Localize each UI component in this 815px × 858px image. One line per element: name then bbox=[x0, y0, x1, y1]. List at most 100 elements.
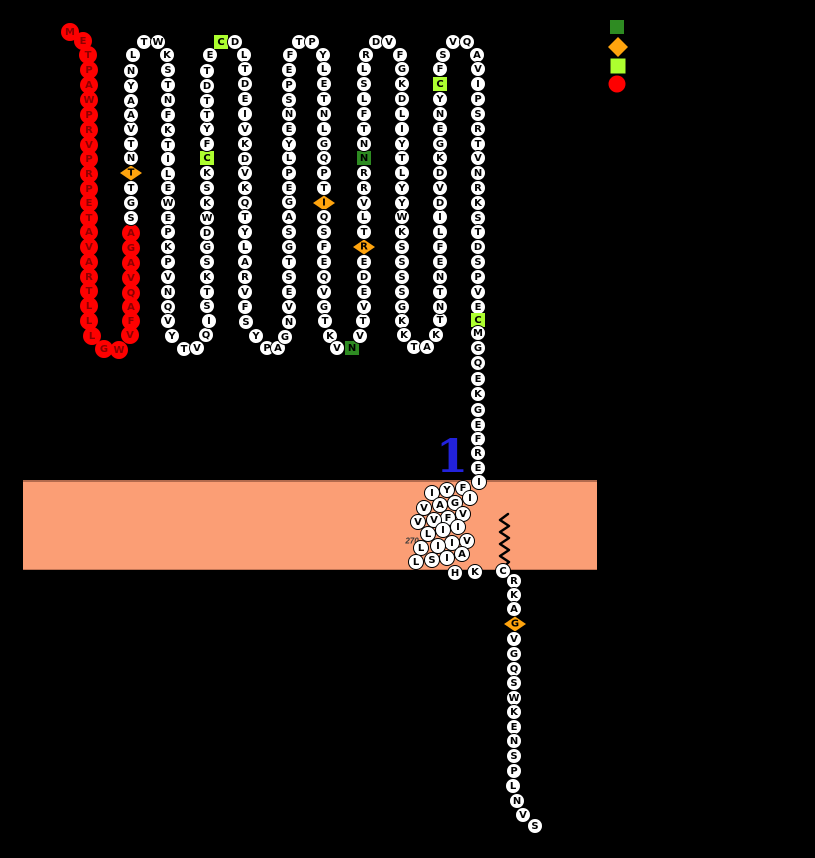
residue: W bbox=[199, 210, 215, 226]
residue: E bbox=[281, 284, 297, 300]
residue: E bbox=[202, 47, 218, 63]
membrane-band bbox=[23, 480, 597, 570]
residue: N bbox=[160, 284, 176, 300]
residue-signal-peptide: R bbox=[80, 165, 98, 183]
residue: L bbox=[420, 526, 436, 542]
residue: T bbox=[281, 254, 297, 270]
residue: T bbox=[160, 77, 176, 93]
residue: S bbox=[199, 180, 215, 196]
residue: N bbox=[470, 165, 486, 181]
residue: P bbox=[470, 91, 486, 107]
residue: T bbox=[199, 93, 215, 109]
residue: K bbox=[160, 122, 176, 138]
residue: G bbox=[199, 239, 215, 255]
residue-orange-diamond: I bbox=[313, 195, 335, 211]
residue: A bbox=[123, 107, 139, 123]
residue: V bbox=[237, 121, 253, 137]
residue: V bbox=[432, 180, 448, 196]
residue: T bbox=[356, 224, 372, 240]
residue: Q bbox=[198, 327, 214, 343]
residue: P bbox=[160, 254, 176, 270]
residue: G bbox=[394, 61, 410, 77]
residue: D bbox=[470, 239, 486, 255]
residue: P bbox=[281, 77, 297, 93]
residue-signal-peptide: P bbox=[80, 106, 98, 124]
residue: F bbox=[432, 61, 448, 77]
residue: A bbox=[419, 339, 435, 355]
residue-signal-peptide: G bbox=[95, 340, 113, 358]
residue: K bbox=[394, 224, 410, 240]
residue: S bbox=[506, 675, 522, 691]
residue-signal-peptide: A bbox=[122, 224, 140, 242]
residue: Q bbox=[316, 209, 332, 225]
residue: T bbox=[123, 136, 139, 152]
residue-signal-peptide: E bbox=[74, 32, 92, 50]
residue: P bbox=[506, 763, 522, 779]
residue: I bbox=[439, 550, 455, 566]
residue: G bbox=[470, 340, 486, 356]
residue: S bbox=[394, 269, 410, 285]
residue: L bbox=[394, 106, 410, 122]
residue: K bbox=[199, 195, 215, 211]
residue: E bbox=[281, 62, 297, 78]
residue: V bbox=[160, 313, 176, 329]
residue: I bbox=[432, 209, 448, 225]
residue-light-green-square: C bbox=[433, 77, 447, 91]
residue: S bbox=[316, 224, 332, 240]
residue-signal-peptide: V bbox=[122, 269, 140, 287]
residue-signal-peptide: A bbox=[80, 76, 98, 94]
residue: H bbox=[447, 565, 463, 581]
residue: K bbox=[159, 47, 175, 63]
tm-segment-number-label: 1 bbox=[435, 429, 469, 483]
residue-signal-peptide: P bbox=[80, 61, 98, 79]
residue: S bbox=[160, 62, 176, 78]
residue-signal-peptide: G bbox=[122, 239, 140, 257]
residue: S bbox=[394, 284, 410, 300]
residue: K bbox=[160, 239, 176, 255]
residue: T bbox=[316, 91, 332, 107]
residue-signal-peptide: P bbox=[80, 150, 98, 168]
residue: D bbox=[199, 225, 215, 241]
residue: R bbox=[356, 180, 372, 196]
residue: K bbox=[394, 76, 410, 92]
residue: V bbox=[470, 61, 486, 77]
residue: L bbox=[356, 91, 372, 107]
residue-dark-green-square: N bbox=[357, 151, 371, 165]
residue-signal-peptide: T bbox=[80, 209, 98, 227]
residue: S bbox=[123, 210, 139, 226]
residue: V bbox=[281, 299, 297, 315]
residue: E bbox=[281, 180, 297, 196]
residue: L bbox=[316, 61, 332, 77]
residue: N bbox=[160, 92, 176, 108]
residue: S bbox=[199, 254, 215, 270]
residue: K bbox=[470, 386, 486, 402]
residue: V bbox=[160, 269, 176, 285]
residue: G bbox=[281, 194, 297, 210]
residue-position-label: 270 bbox=[405, 536, 419, 546]
legend-swatch-orange-diamond bbox=[608, 37, 628, 57]
residue: A bbox=[432, 497, 448, 513]
residue: L bbox=[356, 209, 372, 225]
residue: V bbox=[410, 514, 426, 530]
residue: T bbox=[432, 284, 448, 300]
residue: W bbox=[394, 209, 410, 225]
residue: I bbox=[435, 522, 451, 538]
legend-swatch-light-green-square bbox=[610, 58, 626, 74]
residue: D bbox=[432, 165, 448, 181]
residue: Q bbox=[316, 150, 332, 166]
residue: K bbox=[199, 269, 215, 285]
residue: S bbox=[281, 92, 297, 108]
residue: N bbox=[281, 106, 297, 122]
residue: I bbox=[201, 313, 217, 329]
residue: M bbox=[470, 325, 486, 341]
residue: V bbox=[470, 150, 486, 166]
residue-signal-peptide: T bbox=[80, 282, 98, 300]
residue: G bbox=[432, 136, 448, 152]
residue: T bbox=[394, 150, 410, 166]
residue-signal-peptide: F bbox=[122, 312, 140, 330]
residue: D bbox=[227, 34, 243, 50]
residue: N bbox=[123, 63, 139, 79]
residue: A bbox=[454, 546, 470, 562]
residue: Y bbox=[248, 328, 264, 344]
